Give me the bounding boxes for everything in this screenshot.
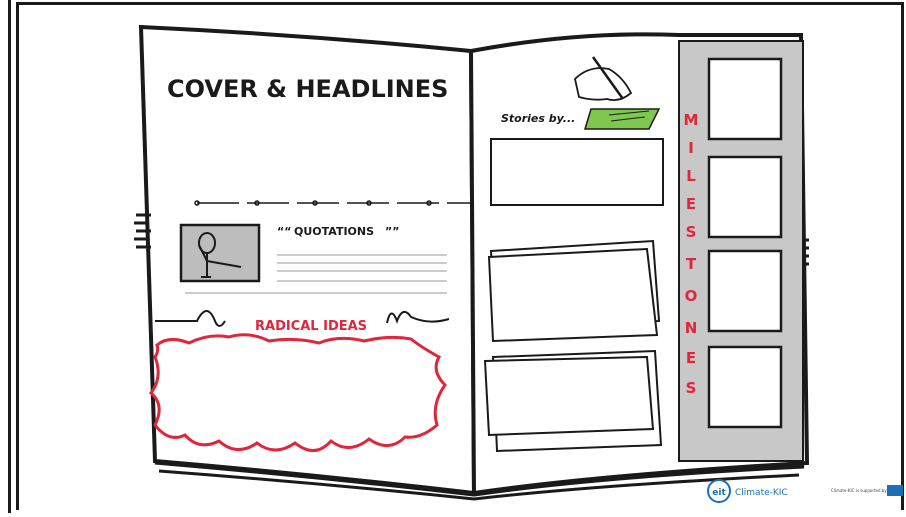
magazine-template-canvas: COVER & HEADLINES ““ QUOTATIONS ”” — [16, 2, 904, 510]
stories-by-label: Stories by... — [501, 112, 575, 125]
milestones-letter: L — [686, 167, 696, 185]
left-edge-panel — [0, 0, 11, 513]
eu-flag-icon — [887, 485, 903, 496]
milestones-letter: S — [686, 223, 697, 241]
milestones-letter: O — [685, 287, 698, 305]
quotations-close-mark: ”” — [385, 225, 399, 238]
story-box-3 — [485, 351, 661, 451]
page-title: COVER & HEADLINES — [167, 75, 448, 103]
milestones-letter: E — [686, 349, 696, 367]
quotations-label: QUOTATIONS — [294, 225, 374, 238]
milestones-letter: T — [686, 255, 697, 273]
radical-ideas-label: RADICAL IDEAS — [255, 319, 367, 334]
radical-ideas-burst — [151, 335, 445, 451]
milestones-letter: M — [684, 111, 699, 129]
eu-support-note: Climate-KIC is supported by the — [831, 488, 895, 493]
milestones-letter: N — [685, 319, 698, 337]
climate-kic-brand: Climate-KIC — [735, 488, 788, 498]
eit-logo-text: eit — [712, 488, 726, 498]
milestone-frame-2 — [709, 157, 781, 237]
quotations-open-mark: ““ — [277, 225, 291, 238]
milestones-letter: E — [686, 195, 696, 213]
milestones-letter: S — [686, 379, 697, 397]
milestone-frame-1 — [709, 59, 781, 139]
quote-photo — [181, 225, 259, 281]
milestones-letter: I — [688, 139, 694, 157]
climate-kic-logo: eit Climate-KIC — [708, 480, 788, 502]
story-box-1 — [491, 139, 663, 205]
milestone-frame-3 — [709, 251, 781, 331]
milestone-frame-4 — [709, 347, 781, 427]
story-box-2 — [489, 241, 659, 341]
magazine-illustration: COVER & HEADLINES ““ QUOTATIONS ”” — [19, 5, 906, 513]
